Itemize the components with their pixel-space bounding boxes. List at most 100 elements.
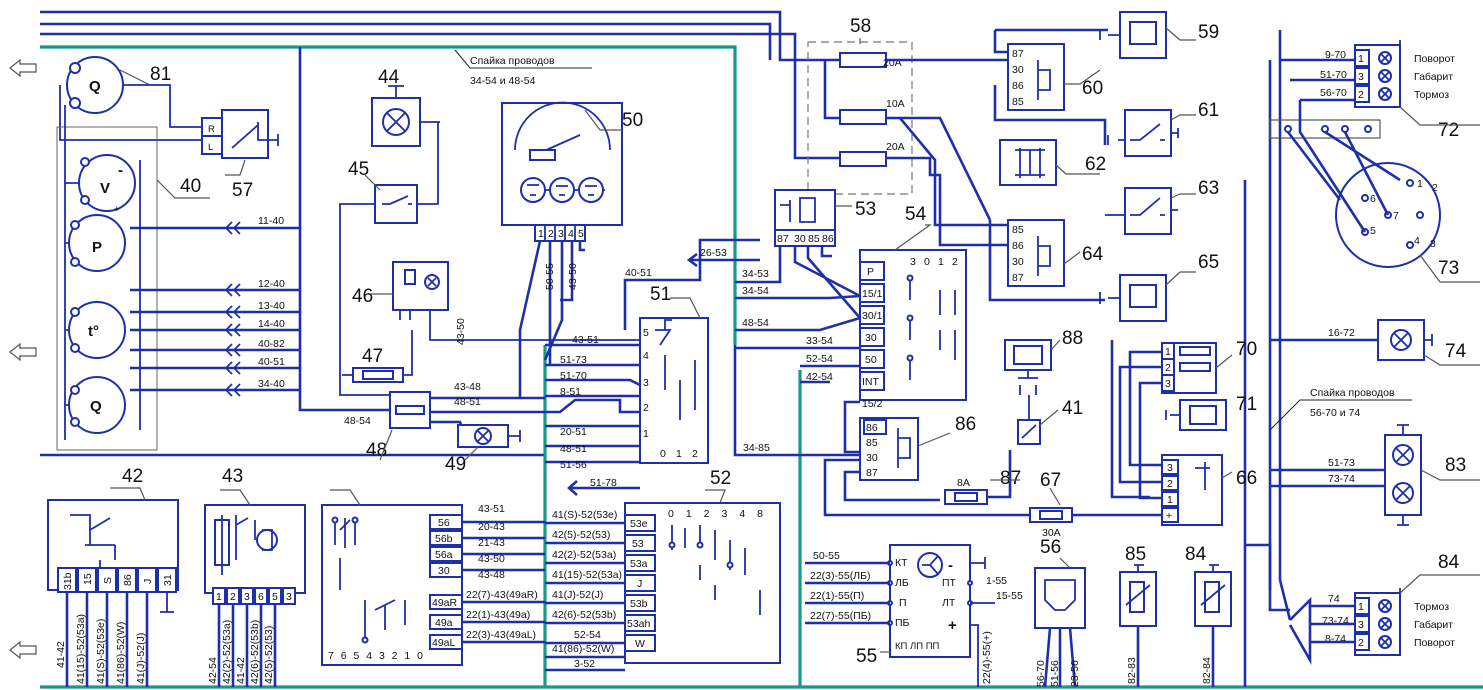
- term-51-3: 3: [643, 377, 649, 389]
- wire-51-70: 51-70: [1320, 69, 1347, 81]
- lamp74-label-marker: Габарит: [1414, 619, 1453, 631]
- label-40: 40: [180, 176, 201, 197]
- term-55-p: П: [899, 597, 907, 609]
- wire-42-2-52-53a-b: 42(2)-52(53a): [552, 549, 616, 561]
- label-66: 66: [1236, 468, 1257, 489]
- gauge-81: Q 81: [66, 56, 171, 114]
- gauge-q-top-letter: Q: [89, 78, 101, 95]
- gauge-p-letter: P: [92, 239, 102, 256]
- term-54-30-1: 30/1: [862, 310, 883, 322]
- term-66-plus: +: [1166, 510, 1172, 522]
- label-53: 53: [855, 199, 876, 220]
- term-55-kt: КТ: [895, 557, 908, 569]
- gauge-p: P: [68, 214, 126, 272]
- wire-48-51: 48-51: [560, 443, 587, 455]
- wire-14-40: 14-40: [258, 318, 285, 330]
- left-arrow-bottom: [9, 640, 37, 660]
- wire-26-53: 26-53: [700, 247, 727, 259]
- term-50-2: 2: [548, 228, 554, 240]
- term-54-p: P: [867, 266, 874, 278]
- relay-46: 46: [352, 261, 640, 341]
- left-arrow-top: [9, 58, 37, 78]
- switch-53-54-wires: 26-53 34-53 34-54 48-54 33-54 52-54 42-5…: [686, 246, 861, 457]
- lamp74-label-turn: Поворот: [1414, 637, 1455, 649]
- wire-41-42: 41-42: [55, 641, 67, 668]
- switch-45: 45: [339, 122, 439, 396]
- gauge-v-plus: +: [114, 204, 120, 215]
- label-71: 73: [1438, 258, 1459, 279]
- sw43-positions: 7 6 5 4 3 2 1 0: [328, 650, 423, 662]
- term-54-50: 50: [865, 354, 877, 366]
- wire-50-55: 50-55: [813, 550, 840, 562]
- label-63: 63: [1198, 178, 1219, 199]
- term-66-1: 1: [1167, 494, 1173, 506]
- switch-61: 61: [1107, 100, 1219, 157]
- wire-51-73: 51-73: [1328, 457, 1355, 469]
- fuse-10a: 10A: [886, 98, 905, 110]
- term-54-15-2: 15/2: [862, 398, 883, 410]
- term-55-lb: ЛБ: [895, 577, 909, 589]
- gauge-t: t°: [68, 301, 126, 359]
- switch-63: 63: [1105, 178, 1219, 235]
- term-51-5: 5: [643, 327, 649, 339]
- sw51-pos-2: 2: [692, 448, 698, 460]
- lamp-70: 1 3 2 Поворот Габарит Тормоз 9-70 51-70 …: [1280, 40, 1480, 141]
- wire-51-56: 51-56: [560, 459, 587, 471]
- gauge-wires: 11-40 12-40 13-40 14-40 40-82 40-51 34-4…: [130, 215, 300, 397]
- term-66-2: 2: [1167, 478, 1173, 490]
- term-68-2: 2: [1165, 362, 1171, 374]
- module-52: 53e 53 53a J 53b 53ah W 0 1 2 3 4 8 41(S…: [545, 468, 781, 672]
- splice-note-1-line2: 34-54 и 48-54: [470, 75, 536, 87]
- label-65: 65: [1198, 252, 1219, 273]
- wire-51-56-b: 51-56: [1049, 660, 1061, 687]
- wire-20-43: 20-43: [478, 521, 505, 533]
- term-52-w: W: [635, 638, 645, 650]
- wire-51-73: 51-73: [560, 354, 587, 366]
- switch-51: 5 4 3 2 1 0 1 2 51: [639, 284, 709, 464]
- label-88: 88: [1062, 328, 1083, 349]
- term-50-1: 1: [538, 228, 544, 240]
- fuse-30a: 30A: [1042, 527, 1061, 539]
- term-52-53ah: 53ah: [627, 618, 651, 630]
- fuse-47: 47: [342, 330, 413, 383]
- wire-52-54-b: 52-54: [574, 629, 601, 641]
- wire-22-4-55: 22(4)-55(+): [981, 631, 993, 684]
- lamp74-label-brake: Тормоз: [1414, 601, 1449, 613]
- label-45: 45: [348, 159, 369, 180]
- term-41-s: S: [102, 577, 114, 584]
- sw54-pos-0: 0: [924, 256, 930, 268]
- wire-40-51: 40-51: [258, 356, 285, 368]
- ignition-switch-54: P 15/1 30/1 30 50 INT 15/2 3 0 1 2 54: [843, 204, 967, 454]
- relay-64: 85 86 30 87 64: [988, 219, 1105, 302]
- term-50-4: 4: [568, 228, 574, 240]
- term-50-5: 5: [578, 228, 584, 240]
- wire-22-7-55-pb: 22(7)-55(ПБ): [810, 610, 871, 622]
- wire-56-70-b: 56-70: [1035, 660, 1047, 687]
- wire-42-2-52-53a: 42(2)-52(53a): [221, 620, 233, 684]
- term-43-49ar: 49aR: [432, 597, 458, 609]
- label-59: 59: [1198, 22, 1219, 43]
- wire-51-70: 51-70: [560, 370, 587, 382]
- relay85-30: 30: [866, 452, 878, 464]
- socket71-6: 6: [1370, 193, 1376, 205]
- term-42-3: 3: [244, 591, 250, 603]
- relay85-87: 87: [866, 467, 878, 479]
- socket71-5: 5: [1370, 225, 1376, 237]
- label-70: 72: [1438, 120, 1459, 141]
- term-68-3: 3: [1165, 378, 1171, 390]
- label-54: 54: [905, 204, 927, 225]
- lamp-74: 1 3 2 Тормоз Габарит Поворот 74 73-74 8-…: [1245, 543, 1480, 665]
- relay-53: 87 30 85 86 53: [774, 189, 876, 247]
- wire-73-74: 73-74: [1328, 473, 1355, 485]
- motor-88: 88: [1004, 328, 1083, 395]
- gauge-t-letter: t°: [88, 323, 99, 340]
- relay60-85: 85: [1012, 96, 1024, 108]
- wire-43-51-b: 43-51: [478, 503, 505, 515]
- wire-42-54: 42-54: [806, 371, 833, 383]
- wire-56-70: 56-70: [1320, 87, 1347, 99]
- lamp74-t2: 2: [1358, 637, 1364, 649]
- label-47: 47: [362, 346, 383, 367]
- term-41-86: 86: [122, 574, 134, 586]
- term-42-6: 6: [258, 591, 264, 603]
- wire-48-51-a: 48-51: [454, 396, 481, 408]
